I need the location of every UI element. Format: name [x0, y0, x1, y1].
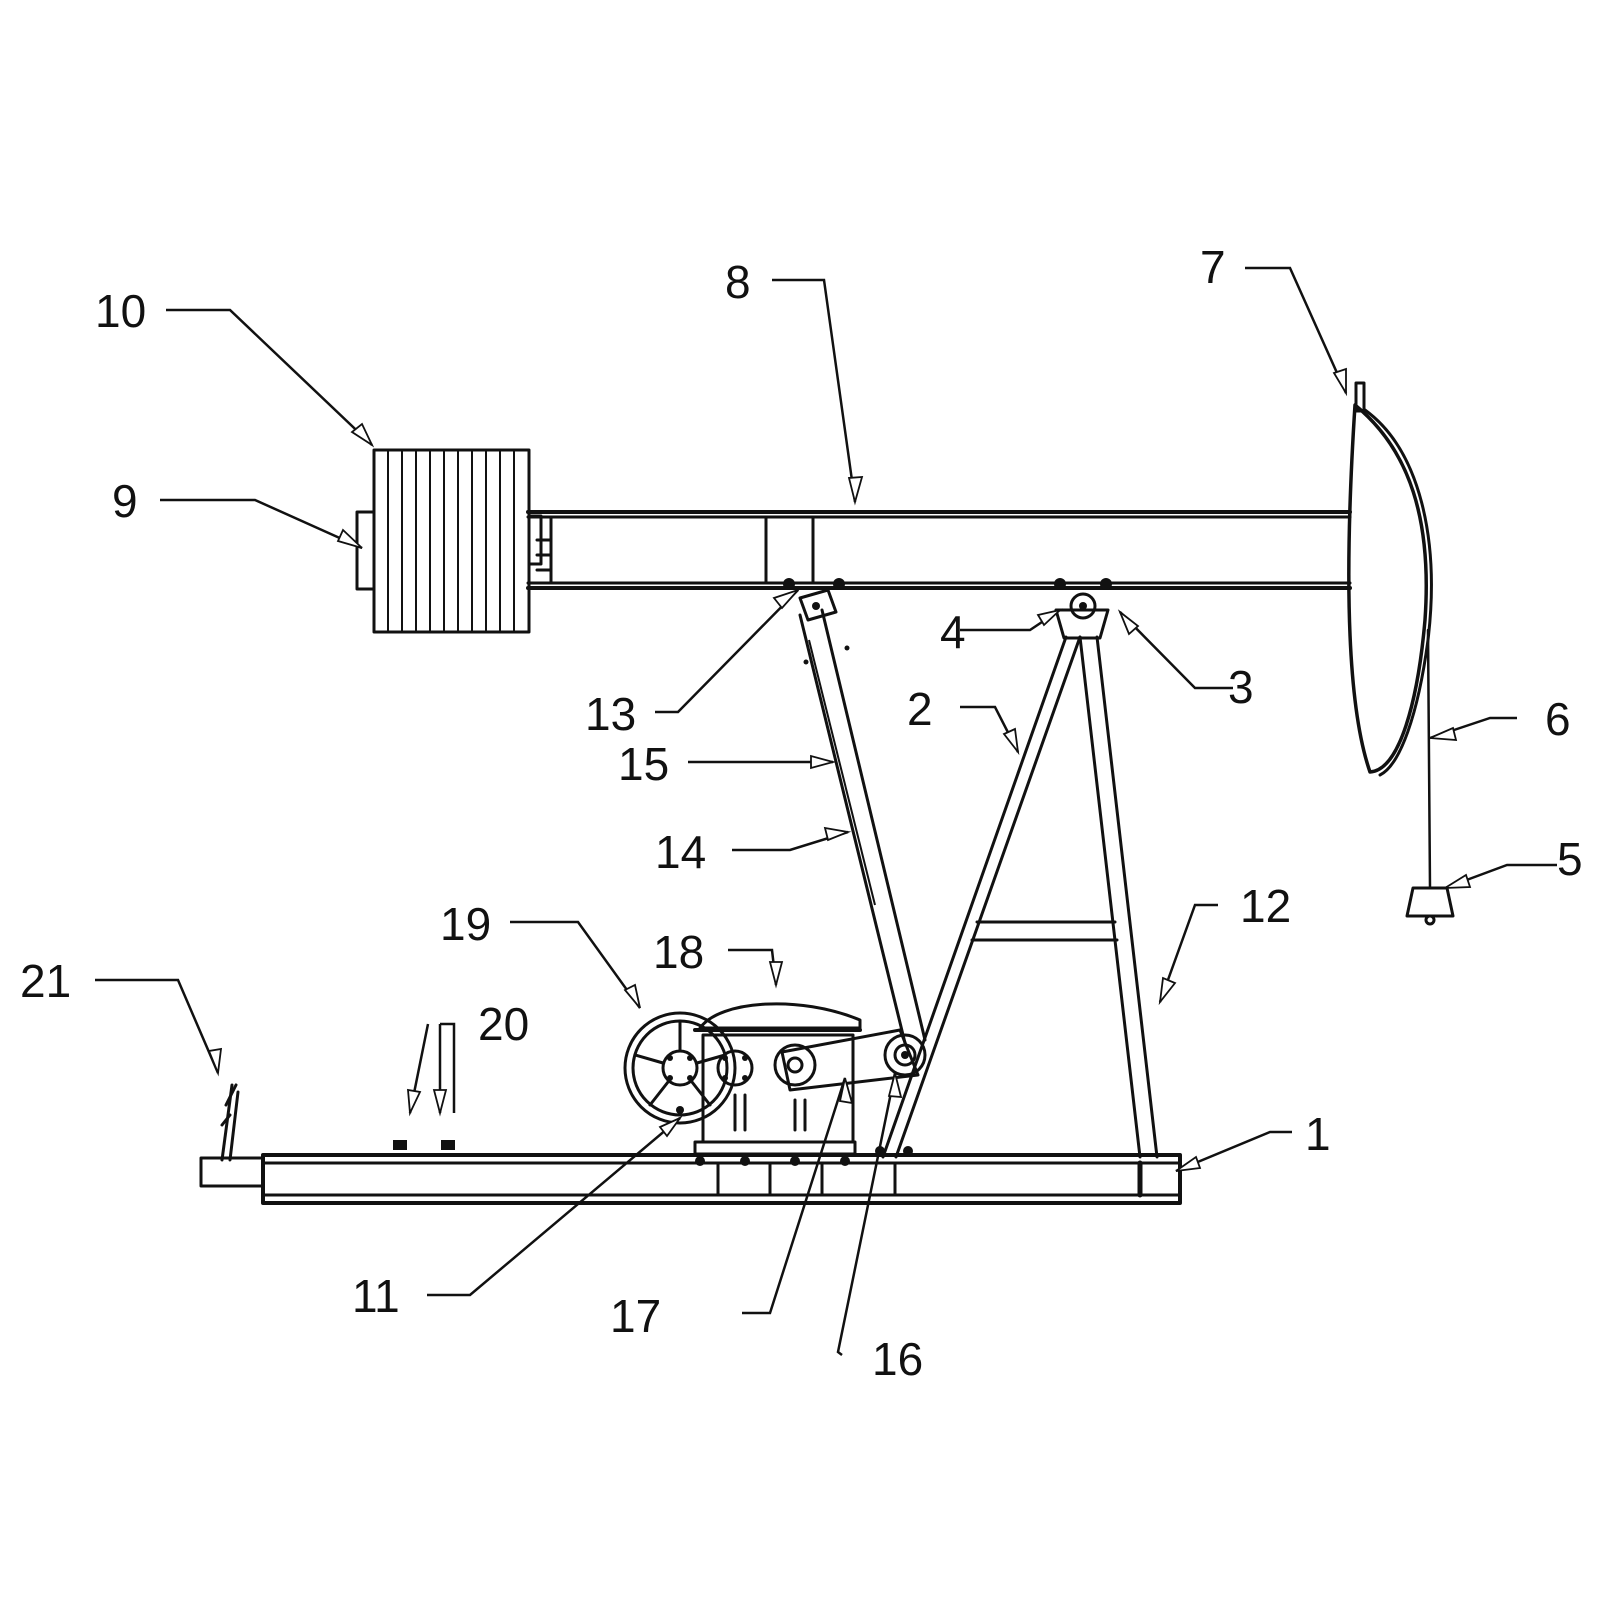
callout-11: 11	[352, 1270, 400, 1322]
motor-sheave	[623, 1011, 737, 1125]
callout-5: 5	[1557, 833, 1583, 885]
callout-17: 17	[610, 1290, 661, 1342]
pitman-arm	[798, 588, 927, 1045]
callout-3: 3	[1228, 661, 1254, 713]
callout-16: 16	[872, 1333, 923, 1385]
leader-lines	[95, 266, 1557, 1356]
callout-13: 13	[585, 688, 636, 740]
bridle	[1405, 628, 1455, 926]
callout-1: 1	[1305, 1108, 1331, 1160]
callout-15: 15	[618, 738, 669, 790]
callout-4: 4	[940, 606, 966, 658]
callout-8: 8	[725, 256, 751, 308]
callout-18: 18	[653, 926, 704, 978]
anchor-bolts	[393, 1140, 455, 1150]
callout-6: 6	[1545, 693, 1571, 745]
callout-10: 10	[95, 285, 146, 337]
callout-19: 19	[440, 898, 491, 950]
base-skid	[199, 1153, 1182, 1205]
callout-14: 14	[655, 826, 706, 878]
callout-9: 9	[112, 475, 138, 527]
horsehead	[1347, 381, 1433, 777]
samson-post	[881, 608, 1159, 1159]
arrowheads	[207, 367, 1472, 1172]
callout-labels: 1 2 3 4 5 6 7 8 9 10 11 12 13 14 15 16 1…	[20, 241, 1583, 1385]
brake-lever	[220, 1083, 240, 1162]
gearbox	[693, 1002, 862, 1166]
walking-beam	[526, 510, 1352, 620]
callout-20: 20	[478, 998, 529, 1050]
callout-12: 12	[1240, 880, 1291, 932]
counterweight	[355, 448, 543, 634]
callout-2: 2	[907, 683, 933, 735]
callout-7: 7	[1200, 241, 1226, 293]
callout-21: 21	[20, 955, 71, 1007]
crank-arm	[773, 1028, 927, 1092]
